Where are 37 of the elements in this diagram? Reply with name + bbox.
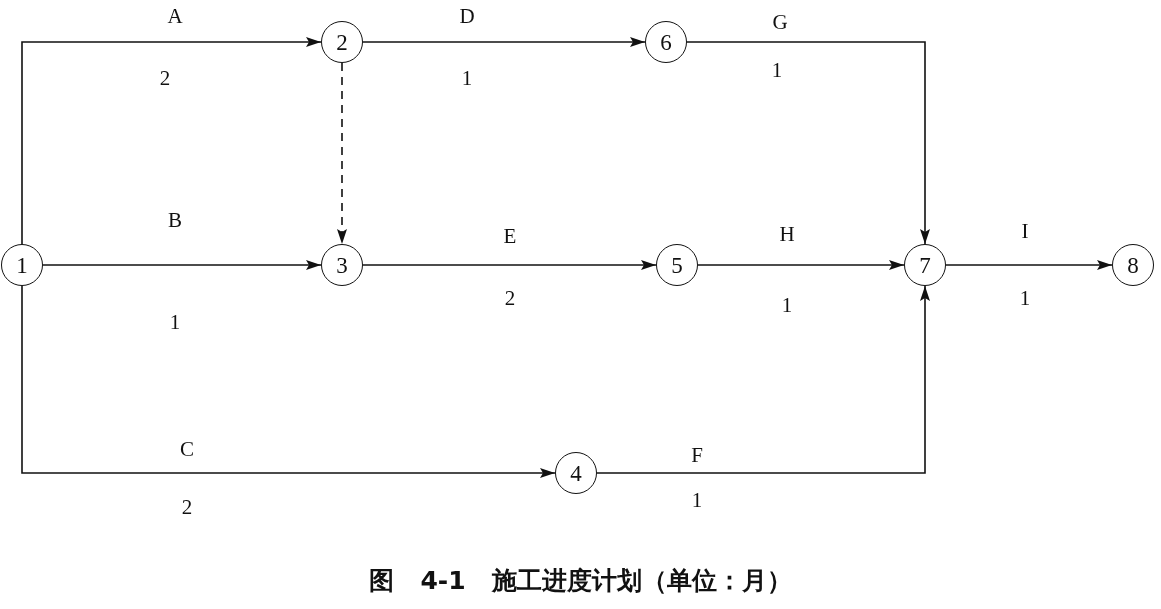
dashed-arrow: [337, 62, 347, 245]
activity-label: I: [1021, 220, 1029, 242]
activity-label: F: [691, 444, 703, 466]
event-circle: 2: [321, 21, 363, 63]
duration-label: 1: [771, 59, 783, 81]
duration-label: 1: [1019, 287, 1031, 309]
arrow: [362, 260, 657, 270]
activity-label: B: [168, 209, 182, 231]
event-circle: 6: [645, 21, 687, 63]
activity-label: E: [503, 225, 517, 247]
duration-label: 2: [504, 287, 516, 309]
activity-label: C: [180, 438, 194, 460]
event-circle: 8: [1112, 244, 1154, 286]
arrow: [21, 285, 556, 478]
arrow: [362, 37, 646, 47]
arrow: [42, 260, 322, 270]
activity-label: G: [772, 11, 788, 33]
duration-label: 1: [461, 67, 473, 89]
duration-label: 2: [181, 496, 193, 518]
activity-label: A: [167, 5, 183, 27]
duration-label: 1: [169, 311, 181, 333]
arrow: [945, 260, 1113, 270]
arrow: [596, 285, 930, 474]
arrow: [686, 41, 930, 245]
duration-label: 1: [691, 489, 703, 511]
activity-label: H: [779, 223, 795, 245]
event-circle: 3: [321, 244, 363, 286]
arrow: [21, 37, 322, 245]
duration-label: 2: [159, 67, 171, 89]
arrow: [697, 260, 905, 270]
activity-label: D: [459, 5, 475, 27]
event-circle: 4: [555, 452, 597, 494]
event-circle: 7: [904, 244, 946, 286]
duration-label: 1: [781, 294, 793, 316]
event-circle: 5: [656, 244, 698, 286]
event-circle: 1: [1, 244, 43, 286]
caption: 图 4-1 施工进度计划（单位：月）: [367, 566, 794, 596]
